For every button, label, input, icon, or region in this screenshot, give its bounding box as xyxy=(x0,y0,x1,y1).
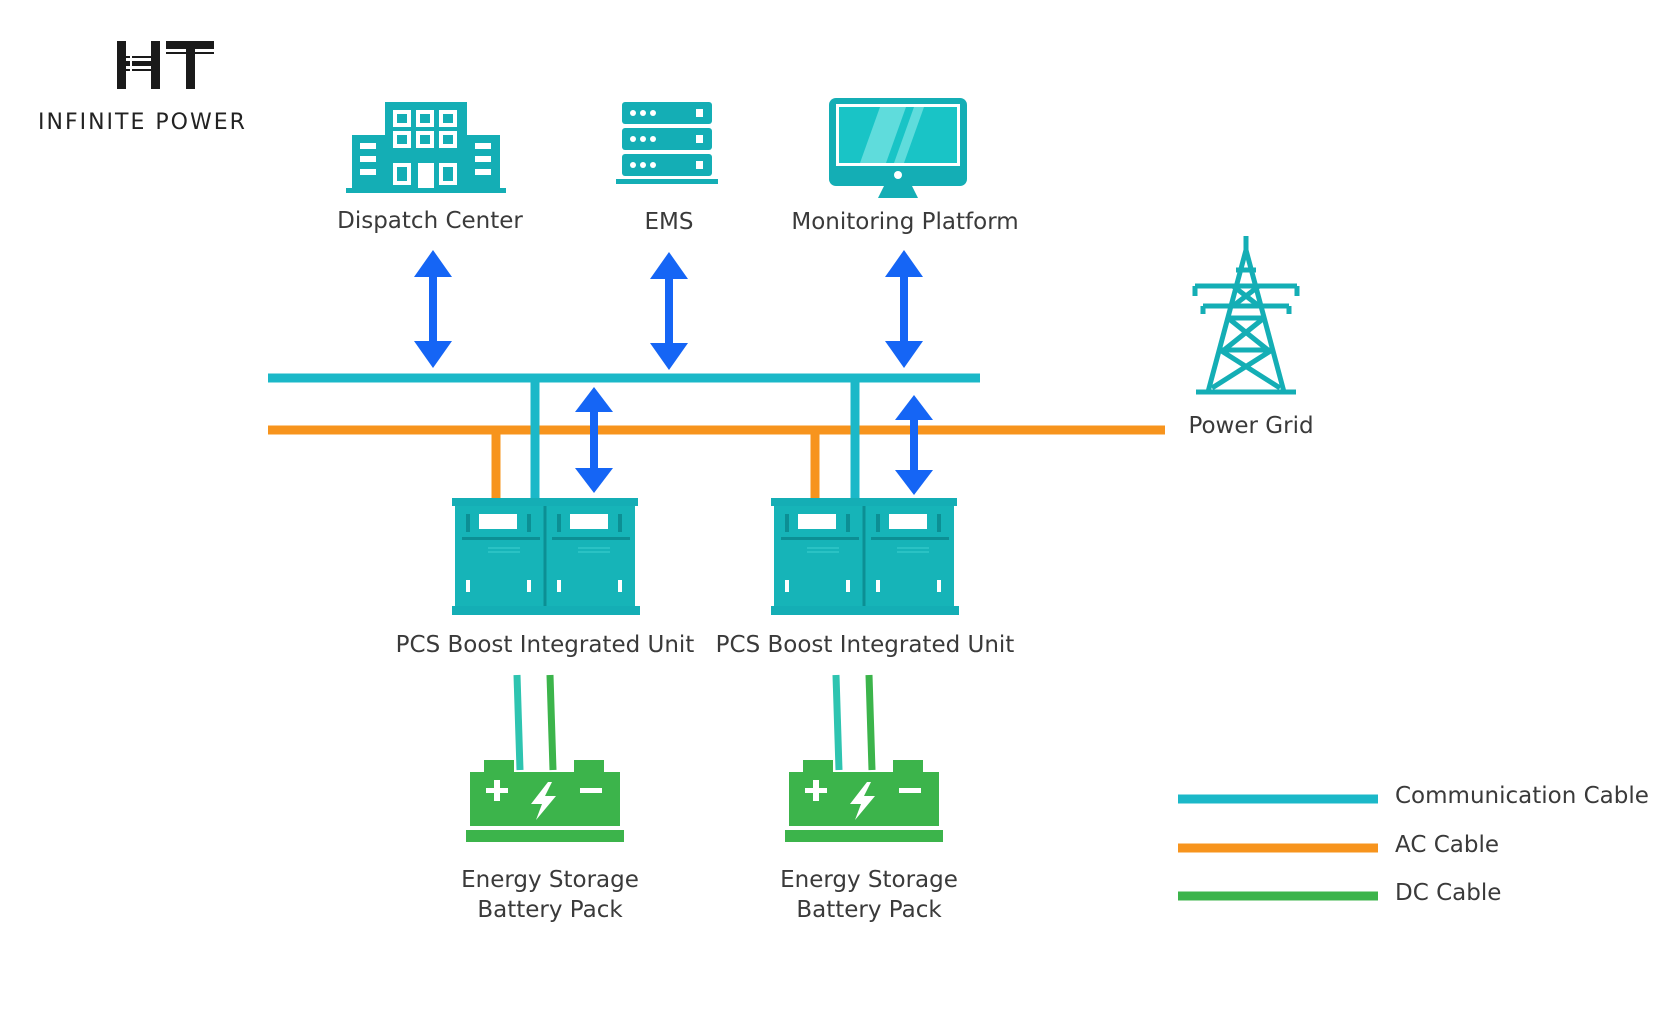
server-icon xyxy=(616,102,718,184)
pcs-unit-1-label: PCS Boost Integrated Unit xyxy=(395,632,695,658)
pcs2-double-arrow-icon xyxy=(895,395,933,495)
pcs-cabinet-icon-2 xyxy=(771,498,959,615)
pcs1-double-arrow-icon xyxy=(575,387,613,493)
battery-1-label-line2: Battery Pack xyxy=(477,897,623,923)
pcs1-comm-battery-cable xyxy=(513,674,524,771)
legend-label-communication: Communication Cable xyxy=(1395,783,1649,809)
battery-2-label-line2: Battery Pack xyxy=(796,897,942,923)
legend-label-dc: DC Cable xyxy=(1395,880,1502,906)
monitoring-double-arrow-icon xyxy=(885,250,923,368)
building-icon xyxy=(346,102,506,193)
battery-2-label: Energy Storage Battery Pack xyxy=(759,865,979,925)
pcs-unit-2-label: PCS Boost Integrated Unit xyxy=(715,632,1015,658)
ems-label: EMS xyxy=(644,209,694,235)
battery-icon-1 xyxy=(466,760,624,842)
battery-1-label: Energy Storage Battery Pack xyxy=(440,865,660,925)
legend-label-ac: AC Cable xyxy=(1395,832,1499,858)
battery-icon-2 xyxy=(785,760,943,842)
power-grid-label: Power Grid xyxy=(1188,413,1314,439)
dispatch-double-arrow-icon xyxy=(414,250,452,368)
pcs2-comm-battery-cable xyxy=(832,674,843,771)
monitoring-platform-label: Monitoring Platform xyxy=(791,209,1019,235)
pcs1-dc-battery-cable xyxy=(546,674,557,771)
battery-2-label-line1: Energy Storage xyxy=(780,867,958,893)
power-tower-icon xyxy=(1192,236,1300,395)
pcs2-dc-battery-cable xyxy=(865,674,876,771)
dispatch-center-label: Dispatch Center xyxy=(337,208,523,234)
brand-tagline: INFINITE POWER xyxy=(38,110,247,135)
ht-logo-icon xyxy=(117,41,214,89)
ems-double-arrow-icon xyxy=(650,252,688,370)
monitor-icon xyxy=(829,98,967,198)
pcs-cabinet-icon-1 xyxy=(452,498,640,615)
battery-1-label-line1: Energy Storage xyxy=(461,867,639,893)
